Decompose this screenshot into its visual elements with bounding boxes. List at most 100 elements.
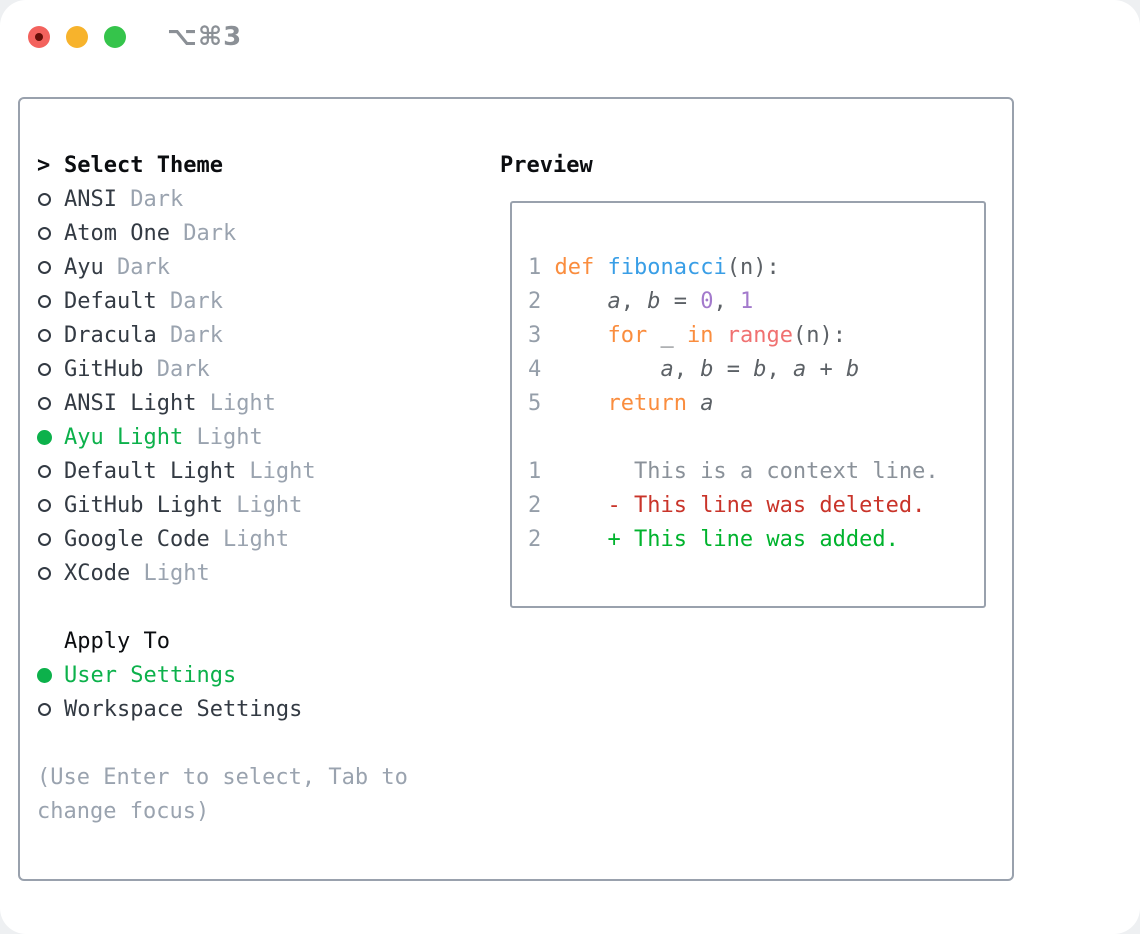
code-token: = xyxy=(713,356,754,382)
radio-icon xyxy=(37,532,64,546)
code-token xyxy=(541,323,607,348)
preview-title: Preview xyxy=(500,152,593,178)
code-token: + xyxy=(806,356,846,382)
code-token: b xyxy=(753,356,767,382)
code-token: fibonacci xyxy=(607,254,727,280)
zoom-button[interactable] xyxy=(104,26,126,48)
radio-icon xyxy=(37,192,64,206)
theme-option[interactable]: Ayu Dark xyxy=(37,250,487,284)
theme-variant-label: Light xyxy=(209,526,290,552)
code-token: b xyxy=(700,356,714,382)
theme-variant-label: Light xyxy=(183,424,263,450)
apply-to-option[interactable]: User Settings xyxy=(37,658,487,692)
theme-name: Default xyxy=(64,288,157,314)
code-token xyxy=(541,255,554,280)
theme-option[interactable]: Dracula Dark xyxy=(37,318,487,352)
theme-option[interactable]: Google Code Light xyxy=(37,522,487,556)
radio-icon xyxy=(37,566,64,580)
theme-variant-label: Light xyxy=(130,560,210,586)
apply-to-option[interactable]: Workspace Settings xyxy=(37,692,487,726)
code-token xyxy=(541,357,660,382)
theme-variant-label: Dark xyxy=(156,322,223,348)
code-line: 2 + This line was added. xyxy=(528,522,984,556)
theme-variant-label: Dark xyxy=(103,254,170,280)
preview-header-row: Preview xyxy=(500,148,593,182)
code-token xyxy=(713,323,726,348)
theme-option[interactable]: ANSI Dark xyxy=(37,182,487,216)
theme-option[interactable]: GitHub Dark xyxy=(37,352,487,386)
theme-variant-label: Light xyxy=(222,492,303,518)
theme-option[interactable]: Ayu Light Light xyxy=(37,420,487,454)
help-line: change focus) xyxy=(37,798,210,824)
line-number: 3 xyxy=(528,322,542,348)
theme-option[interactable]: Default Dark xyxy=(37,284,487,318)
theme-name: GitHub Light xyxy=(64,492,223,518)
select-theme-title: Select Theme xyxy=(64,152,223,178)
code-token: 1 xyxy=(739,288,754,314)
help-text: (Use Enter to select, Tab to change focus… xyxy=(37,760,487,828)
theme-option[interactable]: Atom One Dark xyxy=(37,216,487,250)
code-token: , xyxy=(620,288,648,314)
theme-name: XCode xyxy=(64,560,131,586)
theme-variant-label: Dark xyxy=(169,220,237,246)
code-token: b xyxy=(845,356,860,382)
theme-option[interactable]: GitHub Light Light xyxy=(37,488,487,522)
code-token: , xyxy=(766,356,793,382)
code-line: 5 return a xyxy=(528,386,984,420)
window-title: ⌥⌘3 xyxy=(167,22,243,52)
code-token xyxy=(594,255,607,280)
theme-variant-label: Light xyxy=(196,390,276,416)
code-token: def xyxy=(554,254,595,280)
code-token: a xyxy=(660,356,674,382)
apply-to-header-row: Apply To xyxy=(37,624,487,658)
code-token: return xyxy=(607,390,687,416)
code-line: 4 a, b = b, a + b xyxy=(528,352,984,386)
close-button[interactable] xyxy=(28,26,50,48)
line-number: 2 xyxy=(528,288,542,314)
code-token: b xyxy=(647,288,661,314)
code-line: 2 - This line was deleted. xyxy=(528,488,984,522)
line-number: 1 xyxy=(528,254,542,280)
code-token: a xyxy=(700,390,714,416)
theme-variant-label: Dark xyxy=(116,186,184,212)
apply-to-label: Workspace Settings xyxy=(64,696,303,722)
theme-option[interactable]: Default Light Light xyxy=(37,454,487,488)
radio-icon xyxy=(37,464,64,478)
radio-icon xyxy=(37,260,64,274)
theme-option[interactable]: XCode Light xyxy=(37,556,487,590)
help-line: (Use Enter to select, Tab to xyxy=(37,764,408,790)
radio-selected-icon xyxy=(37,667,64,683)
selection-caret-icon: > xyxy=(37,152,51,178)
code-token: , xyxy=(713,288,740,314)
code-token: = xyxy=(660,288,701,314)
radio-selected-icon xyxy=(37,429,64,445)
code-token xyxy=(541,391,607,416)
code-token: a xyxy=(792,356,807,382)
code-token: a xyxy=(607,288,621,314)
radio-icon xyxy=(37,396,64,410)
code-line: 3 for _ in range(n): xyxy=(528,318,984,352)
radio-icon xyxy=(37,362,64,376)
code-token: This is a context line. xyxy=(541,458,939,484)
line-number: 1 xyxy=(528,458,542,484)
minimize-button[interactable] xyxy=(66,26,88,48)
radio-icon xyxy=(37,294,64,308)
code-token: + This line was added. xyxy=(541,526,899,552)
theme-name: Atom One xyxy=(64,220,170,246)
unsaved-dot-icon xyxy=(35,33,43,41)
code-token: 0 xyxy=(700,288,714,314)
theme-variant-label: Dark xyxy=(156,288,223,314)
apply-to-label: User Settings xyxy=(64,662,237,688)
code-line xyxy=(528,420,984,454)
line-number: 4 xyxy=(528,356,542,382)
titlebar: ⌥⌘3 xyxy=(0,0,1140,70)
theme-variant-label: Light xyxy=(236,458,316,484)
theme-option[interactable]: ANSI Light Light xyxy=(37,386,487,420)
code-line: 1 This is a context line. xyxy=(528,454,984,488)
line-number: 2 xyxy=(528,492,542,518)
theme-name: GitHub xyxy=(64,356,144,382)
theme-name: Ayu xyxy=(64,254,104,280)
radio-icon xyxy=(37,328,64,342)
